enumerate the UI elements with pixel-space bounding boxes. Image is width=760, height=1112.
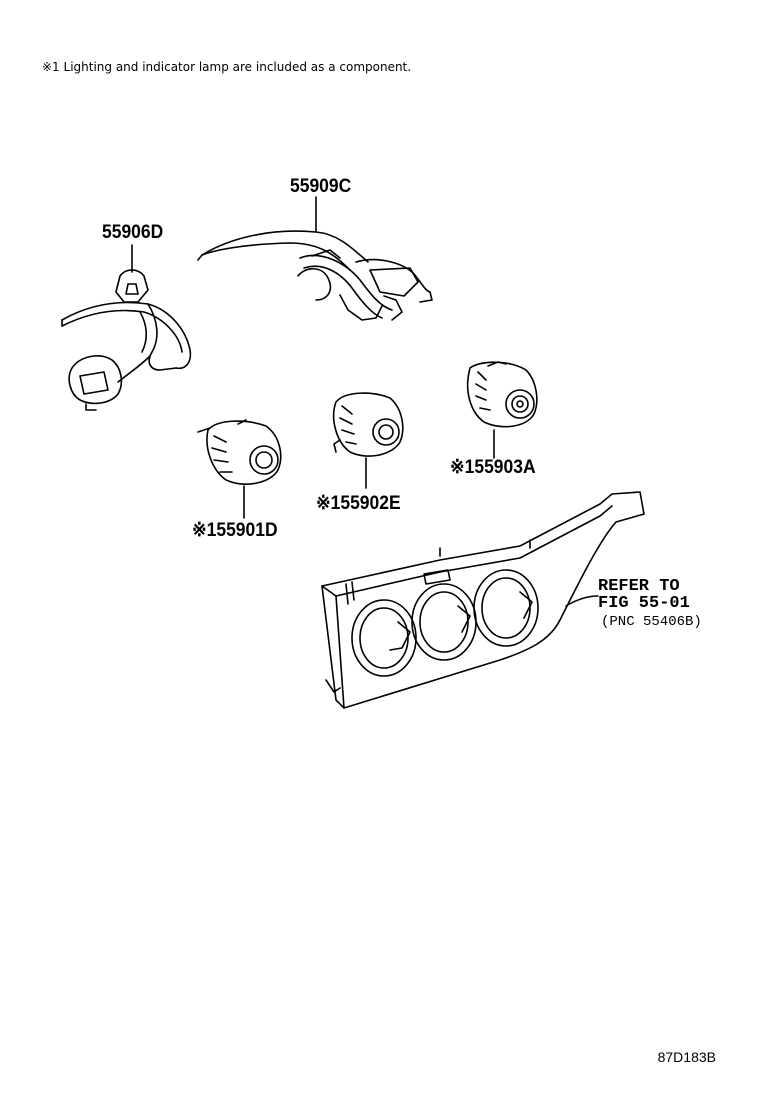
reference-line-1: REFER TO: [598, 577, 680, 596]
reference-line-3: (PNC 55406B): [601, 614, 702, 630]
switch-55903a-drawing: [466, 361, 538, 459]
figure-id: 87D183B: [657, 1049, 716, 1065]
wire-harness-55906d-drawing: [61, 244, 192, 411]
part-label-55901d: ※155901D: [192, 520, 278, 541]
switch-55902e-drawing: [332, 392, 404, 489]
wire-harness-55909c-drawing: [197, 196, 433, 321]
part-label-55909c: 55909C: [290, 176, 352, 197]
control-panel-drawing: [321, 491, 645, 709]
part-label-55906d: 55906D: [102, 222, 164, 243]
switch-55901d-drawing: [197, 419, 282, 519]
reference-line-2: FIG 55-01: [598, 594, 690, 613]
footnote-text: ※1 Lighting and indicator lamp are inclu…: [42, 60, 412, 74]
part-label-55903a: ※155903A: [450, 457, 536, 478]
part-label-55902e: ※155902E: [316, 493, 401, 514]
